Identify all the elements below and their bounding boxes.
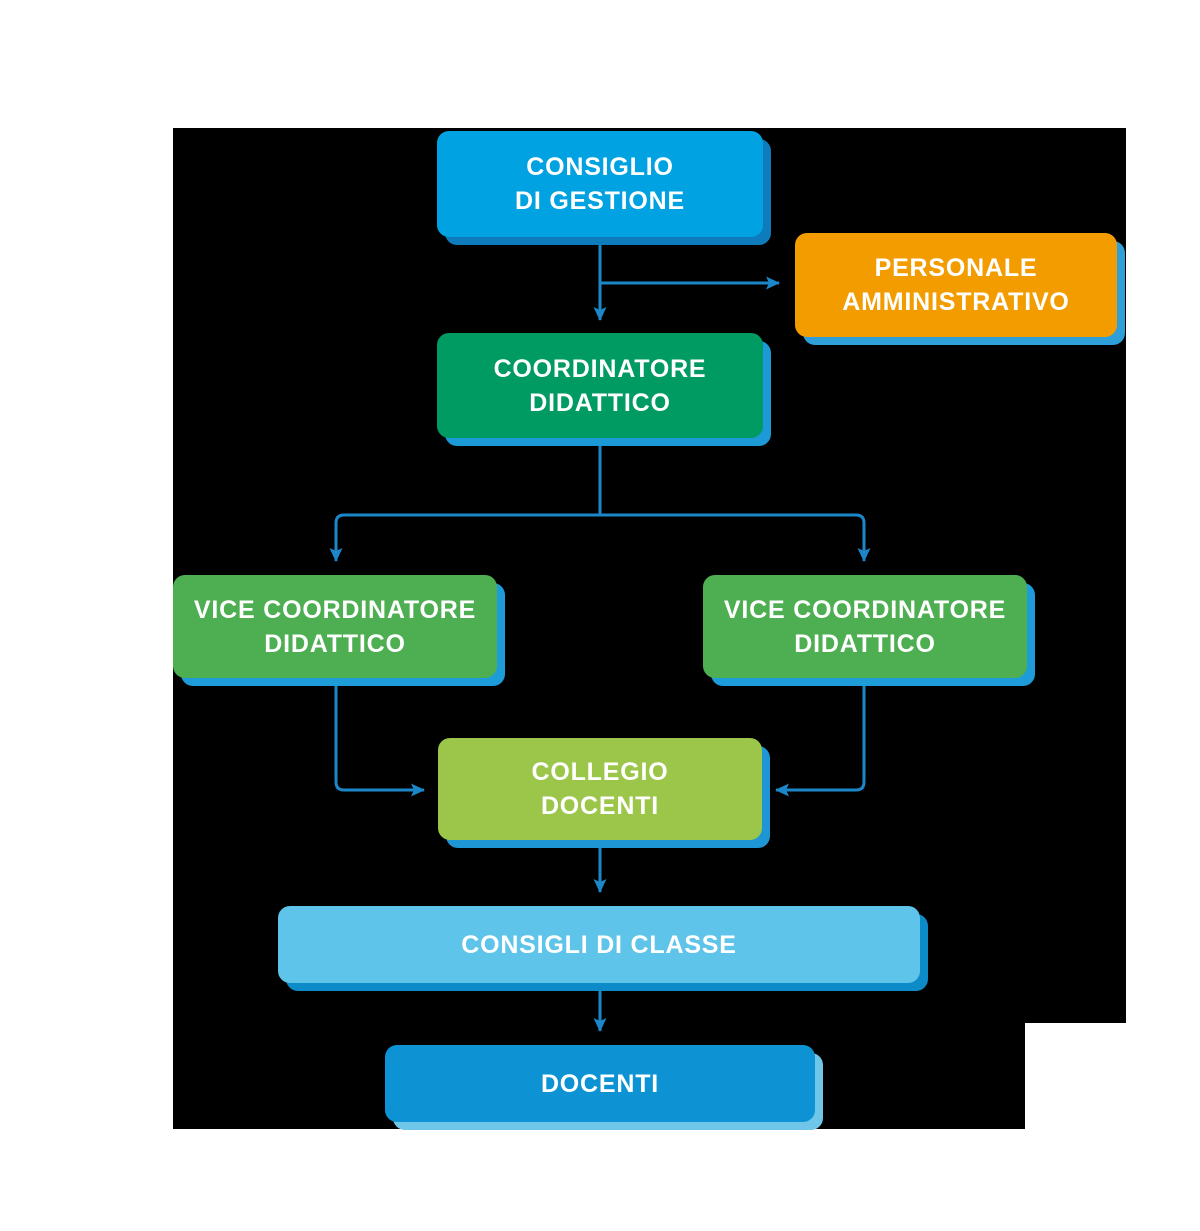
node-label-line: DOCENTI: [540, 792, 660, 820]
node-label-line: DIDATTICO: [529, 388, 671, 417]
node-consigli-di-classe: CONSIGLI DI CLASSE: [278, 906, 920, 983]
node-vice-coordinatore-didattico-destra: VICE COORDINATORE DIDATTICO: [703, 575, 1027, 678]
node-label-line: VICE COORDINATORE: [193, 595, 477, 624]
node-label-line: DI GESTIONE: [515, 187, 685, 215]
node-consiglio-di-gestione: CONSIGLIO DI GESTIONE: [437, 131, 763, 237]
node-label-line: COORDINATORE: [493, 354, 707, 383]
node-docenti: DOCENTI: [385, 1045, 815, 1122]
node-label-line: DOCENTI: [540, 1069, 660, 1098]
node-label-line: VICE COORDINATORE: [723, 595, 1007, 624]
node-label-line: DIDATTICO: [264, 629, 406, 658]
node-label-line: PERSONALE: [874, 254, 1038, 282]
node-coordinatore-didattico: COORDINATORE DIDATTICO: [437, 333, 763, 438]
node-label-line: DIDATTICO: [794, 629, 936, 658]
node-label-line: COLLEGIO: [531, 758, 669, 786]
node-personale-amministrativo: PERSONALE AMMINISTRATIVO: [795, 233, 1117, 337]
node-label-line: AMMINISTRATIVO: [842, 288, 1070, 316]
node-collegio-docenti: COLLEGIO DOCENTI: [438, 738, 762, 840]
node-vice-coordinatore-didattico-sinistra: VICE COORDINATORE DIDATTICO: [173, 575, 497, 678]
node-label-line: CONSIGLIO: [526, 153, 674, 181]
node-label-line: CONSIGLI DI CLASSE: [461, 930, 737, 959]
